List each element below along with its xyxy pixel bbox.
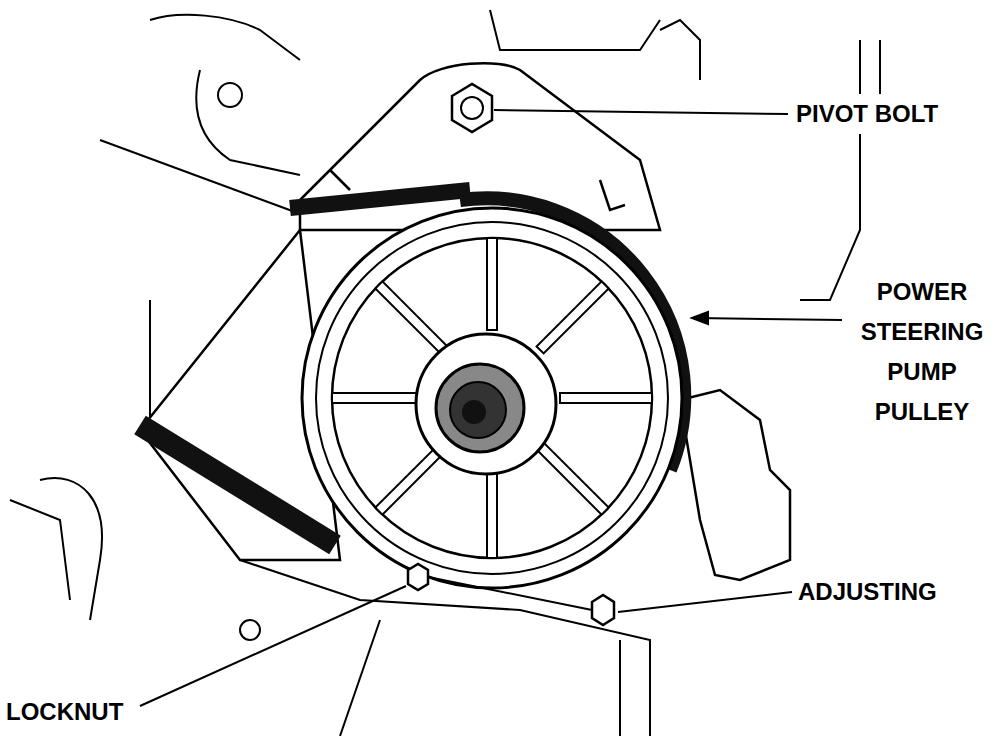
adjusting-rod bbox=[428, 577, 592, 610]
engine-background bbox=[10, 10, 880, 736]
engine-line bbox=[10, 500, 70, 600]
spoke bbox=[487, 238, 497, 330]
bracket-edge bbox=[240, 560, 650, 736]
part-label: LOCKNUT bbox=[4, 692, 125, 732]
pump-body bbox=[680, 390, 790, 580]
spoke bbox=[332, 393, 424, 403]
mount-bolt bbox=[240, 620, 260, 640]
pump-shaft bbox=[450, 382, 506, 438]
hub-bore bbox=[436, 364, 524, 452]
pulley-hub bbox=[416, 334, 556, 474]
leader-line bbox=[696, 318, 842, 320]
bracket-edge bbox=[600, 180, 625, 210]
engine-line bbox=[619, 640, 621, 736]
engine-line bbox=[800, 40, 860, 300]
leader-line bbox=[494, 110, 788, 114]
spoke bbox=[487, 466, 497, 558]
shaft-end bbox=[462, 400, 486, 424]
leader-lines bbox=[140, 110, 842, 706]
leader-line bbox=[140, 586, 406, 706]
pulley-rim bbox=[302, 208, 682, 588]
belt-strand bbox=[140, 425, 335, 545]
bolt-head bbox=[452, 84, 492, 132]
adjusting-bolt bbox=[592, 595, 614, 625]
part-label: PIVOT BOLT bbox=[794, 94, 940, 134]
bolt-center bbox=[461, 97, 483, 119]
engine-line bbox=[660, 20, 700, 80]
leader-arrowhead bbox=[692, 312, 708, 324]
pivot-bolt bbox=[452, 84, 492, 132]
part-label: POWER STEERING PUMP PULLEY bbox=[846, 272, 998, 432]
spoke bbox=[537, 281, 609, 353]
pulley-web bbox=[332, 238, 652, 558]
part-label: ADJUSTING bbox=[796, 572, 939, 612]
engine-line bbox=[149, 300, 151, 420]
engine-line bbox=[150, 15, 300, 60]
engine-line bbox=[490, 10, 660, 50]
engine-line bbox=[40, 478, 102, 620]
bracket-edge bbox=[330, 170, 350, 190]
belt-strand bbox=[290, 190, 470, 208]
pulley bbox=[302, 208, 682, 588]
engine-line bbox=[340, 620, 380, 736]
pulley-spokes bbox=[332, 238, 652, 558]
mount-bolt bbox=[218, 83, 242, 107]
locknut-symbol bbox=[408, 564, 428, 590]
leader-line bbox=[618, 592, 792, 612]
engine-line bbox=[196, 70, 300, 175]
spoke bbox=[375, 281, 447, 353]
pulley-rim bbox=[316, 222, 668, 574]
adjusters bbox=[408, 564, 614, 625]
spoke bbox=[560, 393, 652, 403]
spoke bbox=[537, 443, 609, 515]
bracket-edge bbox=[100, 140, 295, 212]
